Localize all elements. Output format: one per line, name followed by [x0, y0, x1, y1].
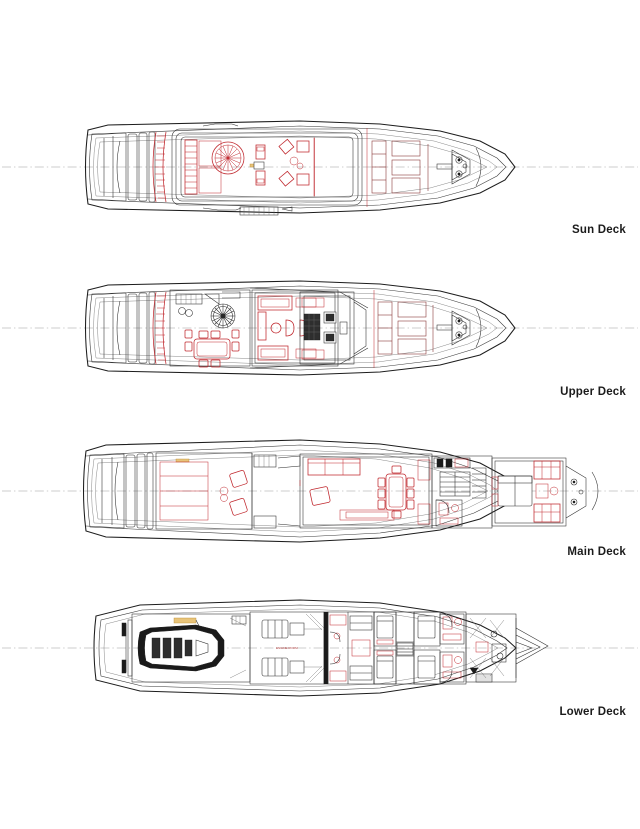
- hull-outline: [85, 120, 516, 214]
- engine-port: [261, 619, 322, 639]
- formal-dining-set: [377, 465, 415, 519]
- main-salon: [299, 453, 433, 529]
- master-suite: [491, 457, 567, 527]
- aft-deck-settee: [152, 291, 167, 365]
- sunpad-row-port: [184, 139, 222, 195]
- stern-structure: [87, 291, 156, 365]
- jacuzzi-spa-pool: [211, 141, 245, 175]
- rib-tender: [137, 624, 225, 672]
- spiral-staircase: [210, 303, 236, 329]
- deck-plan-upper-deck: Upper Deck: [0, 268, 640, 398]
- deck-label-lower-deck: Lower Deck: [559, 706, 626, 718]
- deck-label-upper-deck: Upper Deck: [560, 386, 626, 398]
- deck-label-main-deck: Main Deck: [567, 546, 626, 558]
- lower-deck-drawing: ENGINE ROOM: [2, 599, 638, 697]
- dining-chairs: [184, 329, 240, 368]
- wheelhouse: [299, 291, 367, 365]
- anchor-windlass: [436, 308, 482, 348]
- foredeck-sunpads: [377, 301, 434, 355]
- sun-deck-drawing: [2, 120, 638, 216]
- upper-deck-drawing: [2, 280, 638, 376]
- engine-room-bulkhead: [323, 611, 329, 685]
- side-decks: [249, 287, 369, 369]
- swim-platform: [85, 452, 190, 530]
- deck-plan-lower-deck: ENGINE ROOM: [0, 588, 640, 718]
- deck-house-outline: [171, 128, 363, 206]
- forward-technical-space: [465, 613, 517, 683]
- guest-accommodation: [373, 611, 467, 685]
- main-deck-drawing: [2, 439, 638, 543]
- seating-group: [278, 137, 315, 197]
- bow-compartment: [515, 618, 549, 678]
- deck-plan-main-deck: Main Deck: [0, 428, 640, 558]
- engine-starboard: [261, 657, 322, 677]
- foredeck-sunpads: [371, 140, 429, 194]
- bar-unit: [249, 144, 266, 186]
- anchor-windlass: [436, 147, 482, 187]
- aft-cockpit: [155, 452, 301, 530]
- deck-label-sun-deck: Sun Deck: [571, 224, 626, 236]
- foredeck-seating: [565, 465, 599, 519]
- alfresco-dining-set: [184, 329, 240, 368]
- svg-text:ENGINE ROOM: ENGINE ROOM: [276, 646, 298, 650]
- radar-arch: [202, 123, 293, 216]
- galley-and-stairs: [431, 455, 493, 529]
- deck-plan-sun-deck: Sun Deck: [0, 108, 640, 236]
- aft-deck-area: [169, 289, 251, 367]
- aft-settee: [152, 131, 167, 203]
